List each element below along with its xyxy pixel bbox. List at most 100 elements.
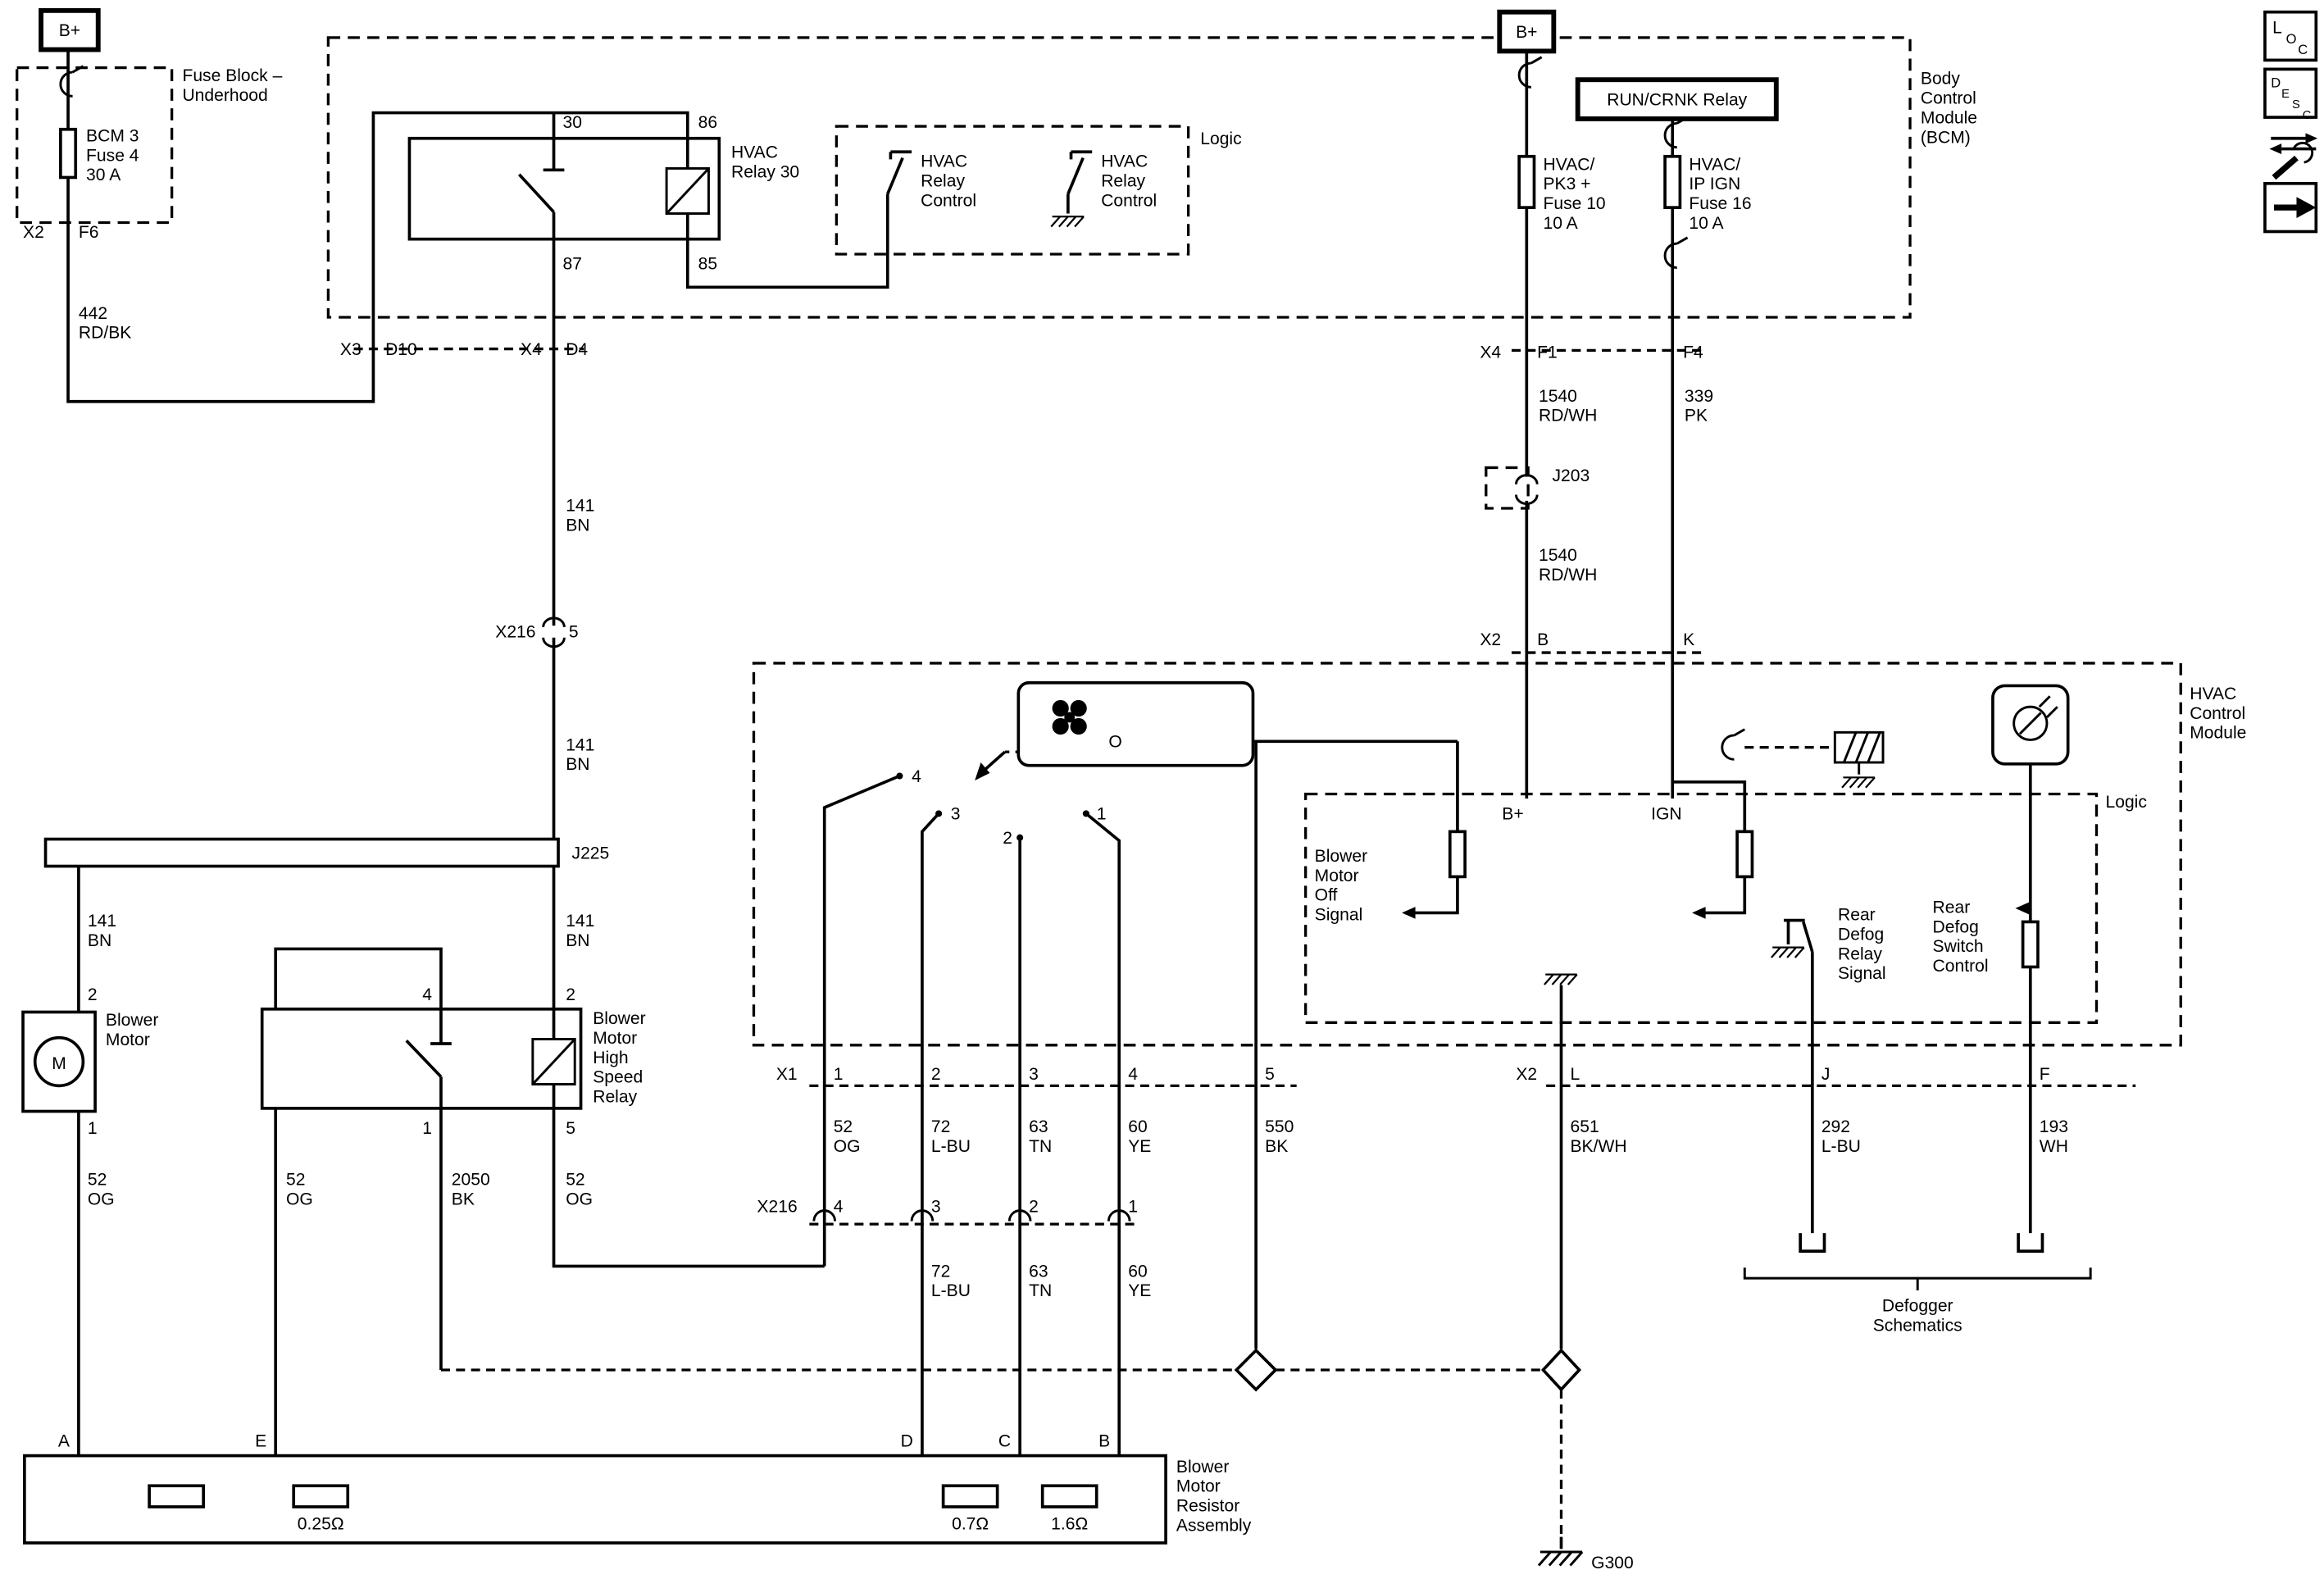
wire-label: OG — [88, 1190, 115, 1208]
hvac-module-title: Control — [2190, 704, 2245, 723]
pin-label: 2 — [88, 985, 98, 1004]
wire-label: BK — [452, 1190, 475, 1208]
conn-label: D4 — [566, 340, 588, 359]
wire-ign-pullup — [1672, 780, 1747, 915]
logic-label: Logic — [2106, 793, 2147, 812]
wire-label: 60 — [1128, 1117, 1147, 1136]
blower-motor-name: Motor — [106, 1031, 150, 1049]
wire-label: 60 — [1128, 1262, 1147, 1281]
hvac-module-box — [752, 662, 2182, 1047]
fuse-ign-label: HVAC/ — [1689, 155, 1740, 174]
wire-85-control — [685, 193, 889, 289]
conn-label: 1 — [1128, 1197, 1138, 1216]
wire-label: 339 — [1685, 387, 1713, 406]
conn-label: 2 — [931, 1065, 941, 1084]
rear-defog-switch-element — [1833, 730, 1885, 789]
pin-label: A — [58, 1432, 70, 1451]
wire-label: BN — [88, 931, 111, 950]
rear-defog-switch-label: Switch — [1933, 937, 1984, 956]
pin-label: 5 — [566, 1119, 575, 1138]
desc-icon[interactable]: D E S C — [2263, 67, 2318, 122]
wire-label: 550 — [1265, 1117, 1294, 1136]
control1-label: HVAC — [921, 152, 967, 171]
forward-arrow-icon[interactable] — [2263, 181, 2318, 234]
hvac-module-title: HVAC — [2190, 685, 2236, 703]
components — [21, 7, 2092, 1567]
run-crnk-relay-label: RUN/CRNK Relay — [1607, 90, 1747, 109]
fuse-bcm3-label: Fuse 4 — [86, 146, 139, 165]
pin-label: 1 — [88, 1119, 98, 1138]
j203-box — [1485, 466, 1530, 510]
pin-label: 30 — [563, 113, 582, 132]
conn-label: X4 — [521, 340, 542, 359]
wire-label: BN — [566, 516, 589, 535]
fuse-ipign-symbol — [1663, 154, 1682, 209]
blower-motor — [21, 1010, 97, 1113]
wire-label: OG — [286, 1190, 313, 1208]
wire-label: 141 — [566, 497, 594, 516]
ign-pullup-sense — [1692, 830, 1754, 919]
ign-rail-label: IGN — [1651, 805, 1681, 824]
desc-letter: D — [2271, 75, 2281, 90]
blower-switch — [896, 680, 1255, 841]
control2-label: Relay — [1101, 171, 1145, 190]
wire-label: 2050 — [452, 1170, 490, 1189]
relay30-name: Relay 30 — [731, 162, 799, 181]
hvac-module-title: Module — [2190, 724, 2246, 743]
conn-label: X2 — [1480, 630, 1501, 649]
wire-label: 141 — [566, 912, 594, 931]
conn-label: 1 — [834, 1065, 844, 1084]
blower-motor-high-speed-relay — [260, 1007, 583, 1110]
enclosures — [16, 36, 2182, 1047]
ground-run-dashed — [440, 1368, 1563, 1537]
terminal-clip-icon — [59, 65, 84, 98]
conn-label: D10 — [385, 340, 417, 359]
labels: B+ B+ RUN/CRNK Relay Fuse Block – Underh… — [23, 21, 2246, 1572]
resistor-value: 1.6Ω — [1051, 1514, 1088, 1533]
wire-label: 52 — [286, 1170, 305, 1189]
fuse-pk3-symbol — [1517, 154, 1536, 209]
wire-label: TN — [1029, 1281, 1052, 1300]
loc-icon[interactable]: L O C — [2263, 10, 2318, 62]
wire-label: 292 — [1821, 1117, 1850, 1136]
blower-off-signal-label: Blower — [1315, 847, 1367, 866]
repair-tools-icon[interactable] — [2269, 133, 2318, 180]
b-plus-left-box — [39, 7, 101, 52]
fuse-bcm3-label: BCM 3 — [86, 126, 139, 145]
conn-label: X3 — [340, 340, 362, 359]
wire-label: 193 — [2040, 1117, 2068, 1136]
logic-label: Logic — [1200, 130, 1241, 148]
wire-label: BK — [1265, 1137, 1288, 1156]
terminal-clip-icon — [1517, 56, 1544, 89]
wire-label: 63 — [1029, 1262, 1048, 1281]
wire-label: 72 — [931, 1117, 950, 1136]
rear-defog-relay-label: Rear — [1838, 906, 1876, 925]
fuse-block-title: Underhood — [182, 86, 267, 105]
fuse-bcm3-symbol — [59, 127, 78, 180]
pin-label: B — [1098, 1432, 1110, 1451]
rear-defog-indicator — [1991, 684, 2070, 766]
pin-label: 1 — [422, 1119, 432, 1138]
toolbar-icons[interactable]: L O C D E S C — [2263, 10, 2318, 234]
rear-defog-switch-label: Rear — [1933, 898, 1971, 917]
fuse-bcm3-label: 30 A — [86, 166, 121, 184]
desc-letter: S — [2292, 98, 2300, 111]
wire-72-lbu — [921, 812, 940, 1497]
bcm-logic-box — [835, 125, 1190, 256]
control2-label: Control — [1101, 191, 1157, 210]
relay30-name: HVAC — [731, 143, 778, 162]
conn-label: 2 — [1029, 1197, 1039, 1216]
wire-label: 52 — [834, 1117, 853, 1136]
rear-defog-relay-driver — [1770, 918, 1814, 959]
switch-off-label: O — [1108, 733, 1121, 752]
desc-letter: C — [2303, 109, 2312, 122]
bcm-title: Control — [1921, 89, 1976, 108]
switch-pos-label: 1 — [1097, 805, 1107, 824]
switch-pos-label: 2 — [1003, 829, 1012, 848]
b-plus-left-label: B+ — [59, 21, 80, 40]
loc-letter: L — [2272, 18, 2282, 37]
conn-label: 5 — [569, 623, 579, 642]
conn-label: L — [1571, 1065, 1580, 1084]
wire-label: 72 — [931, 1262, 950, 1281]
hs-relay-name: High — [593, 1049, 628, 1067]
